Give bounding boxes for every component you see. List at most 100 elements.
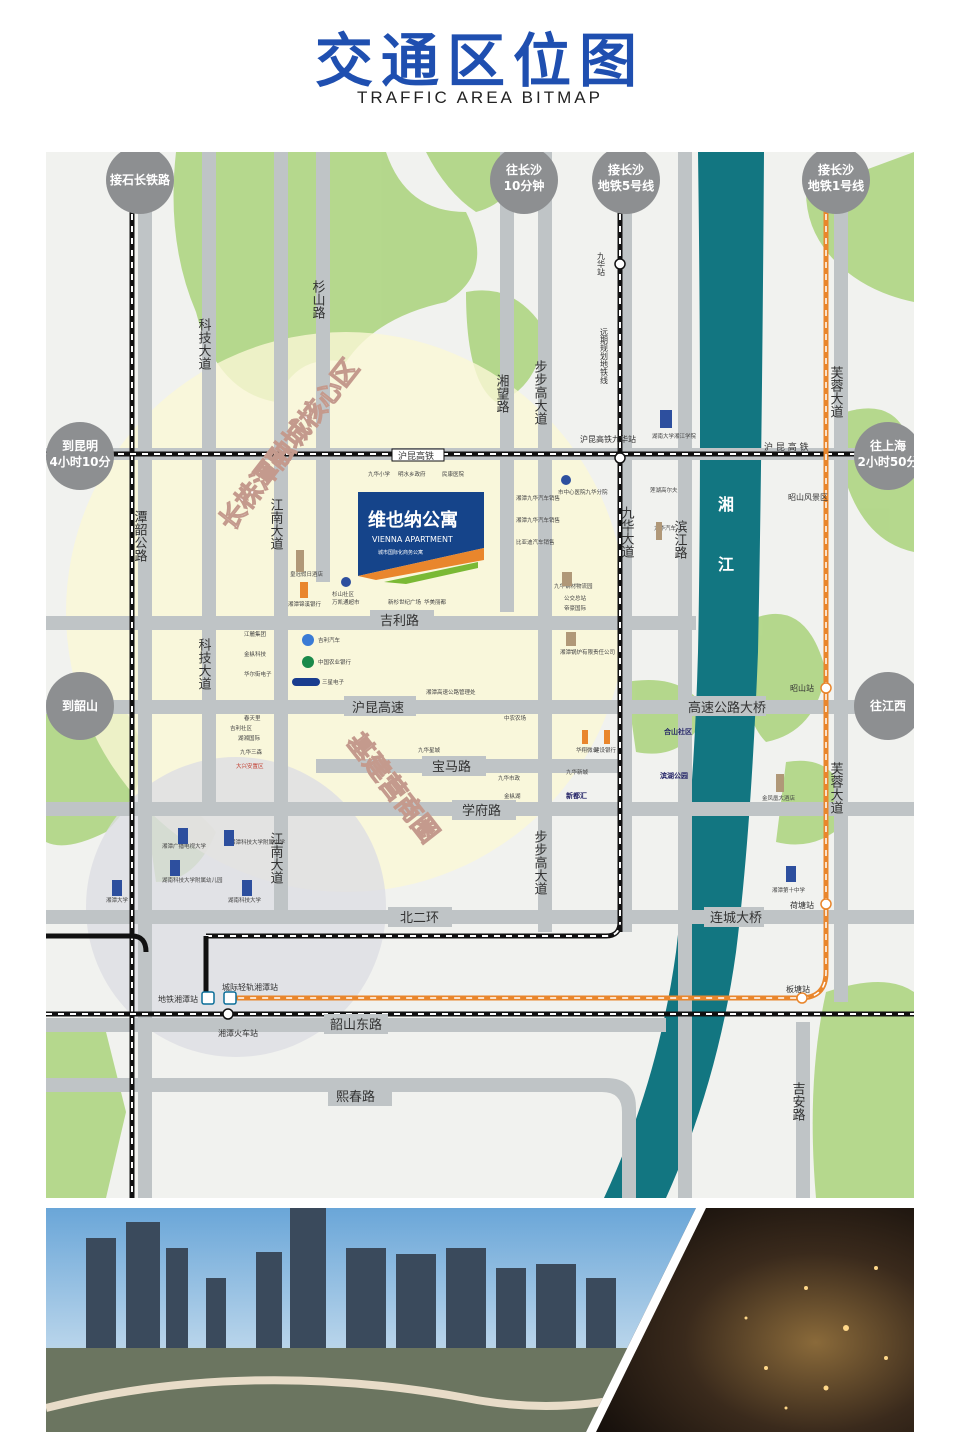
badges: 接石长铁路 往长沙 10分钟 接长沙 地铁5号线 接长沙 地铁1号线 到昆明 4… [46,152,914,740]
label-xichun: 熙春路 [336,1089,375,1105]
label-furong-a: 芙蓉大道 [828,366,844,418]
bank-icon-3 [604,730,610,744]
poi-34: 华翔微业 [576,746,599,754]
poi-49: 九华汽车 [654,524,677,532]
badge-1-text: 接石长铁路 [110,172,171,187]
school-icon-5 [112,880,122,896]
poi-1: 九华小学 [368,470,391,478]
poi-41: 湘潭科技大学附属中学 [230,838,286,846]
poi-30: 九华三森 [240,748,263,756]
poi-21: 三星电子 [322,678,345,686]
poi-16: 新杉世纪广场 [388,598,422,606]
road-labels: 科技大道 科技大道 杉山路 江南大道 江南大道 湘望路 步步高大道 步步高大道 … [132,280,844,1121]
poi-18: 湘潭锦溪银行 [288,600,322,608]
project-name: 维也纳公寓 [368,509,458,531]
station-shaoshan: 昭山站 [790,683,814,693]
label-gaosu-daqiao: 高速公路大桥 [688,700,766,716]
station-metro-icon [201,991,215,1005]
university-icon [660,410,672,428]
poi-29: 湖湘国际 [238,734,261,742]
school-icon-6 [786,866,796,882]
label-binjiang: 滨江路 [672,519,688,559]
poi-39: 金枞湖 [504,792,521,800]
poi-26: 华尔街电子 [244,670,272,678]
label-tanshao: 潭韶公路 [132,510,148,562]
rail-lines [46,202,914,1198]
project-sign: 维也纳公寓 VIENNA APARTMENT 城市国际化商务公寓 [358,492,484,584]
poi-13: 皇冠假日酒店 [290,570,324,578]
label-furong-b: 芙蓉大道 [828,762,844,814]
label-hukun-gaotie-east: 沪 昆 高 铁 [764,441,809,453]
school-icon-4 [242,880,252,896]
school-icon-3 [170,860,180,876]
poi-42: 湖南科技大学附属幼儿园 [162,876,223,884]
photo-buildings [86,1208,616,1358]
badge-5-line1: 到昆明 [62,438,98,453]
badge-3-line2: 地铁5号线 [598,178,654,193]
label-baoma: 宝马路 [432,759,471,775]
label-jiangnan-b: 江南大道 [268,832,284,884]
poi-40: 湘潭广播电视大学 [162,842,207,850]
badge-4-line1: 接长沙 [818,162,854,177]
label-beierhuan: 北二环 [400,911,439,926]
station-jiuhua: 九华站 [597,252,606,277]
label-jiuhua: 九华大道 [619,506,635,558]
poi-22: 湘潭锅炉有限责任公司 [560,648,615,656]
badge-2-line2: 10分钟 [504,178,545,193]
station-gaotie: 沪昆高铁九华站 [580,434,636,444]
factory-icon-2 [566,632,576,646]
label-shaodong: 韶山东路 [330,1017,382,1033]
station-train: 湘潭火车站 [218,1028,258,1038]
badge-to-kunming [46,422,114,490]
factory-icon [562,572,572,586]
badge-8-text: 往江西 [870,698,906,713]
photo-sparkles [744,1266,888,1410]
badge-shichang-rail [106,152,174,214]
poi-36: 合山社区 [663,727,692,736]
badge-metro-1 [802,152,870,214]
poi-2: 明水乡政府 [398,470,426,478]
label-bubugao-a: 步步高大道 [532,360,548,425]
school-icon-2 [224,830,234,846]
business-zone-circle [86,757,386,1057]
river-label-a: 湘 [718,495,734,514]
park-shaoshan: 昭山风景区 [788,492,828,502]
badge-to-shanghai [854,422,914,490]
hotel-icon-2 [296,550,304,572]
poi-5: 湘潭九华汽车销售 [516,516,560,524]
samsung-logo-icon [292,678,320,686]
poi-35: 滨湖公园 [660,771,688,780]
station-xiangtan: 城际轻轨湘潭站 [222,982,278,992]
poi-8: 湖南大学湘江学院 [652,432,697,440]
poi-15: 万凯通超市 [332,598,360,606]
poi-12: 帝豪国际 [564,604,587,612]
poi-6: 比亚迪汽车销售 [516,538,555,546]
badge-6-line2: 2小时50分 [857,454,914,469]
badge-4-line2: 地铁1号线 [808,178,864,193]
badge-metro-5 [592,152,660,214]
poi-48: 建设银行 [594,746,617,754]
project-tagline: 城市国际化商务公寓 [378,549,423,556]
bank-icon [300,582,308,598]
pois: 九华小学 明水乡政府 民康医院 湘潭九华汽车销售 湘潭九华汽车销售 比亚迪汽车销… [106,432,806,904]
poi-20: 中国农业银行 [318,658,352,666]
bank-icon-2 [582,730,588,744]
hotel-icon-3 [776,774,784,792]
badge-to-jiangxi [854,672,914,740]
badge-6-line1: 往上海 [870,438,906,453]
label-keji-a: 科技大道 [196,318,212,370]
label-hukun-gaotie: 沪昆高铁 [398,450,434,462]
river-label-b: 江 [718,555,734,574]
badge-2-line1: 往长沙 [506,162,542,177]
label-jili: 吉利路 [380,613,419,629]
community-icon [341,577,351,587]
poi-37: 九华市政 [498,774,521,782]
poi-47: 九华星城 [418,746,441,754]
label-jian: 吉安路 [790,1082,806,1121]
page-title: 交通区位图 [314,27,645,95]
poi-19: 吉利汽车 [318,636,341,644]
station-xiangtan-icon [223,991,237,1005]
station-shaoshan-icon [820,682,832,694]
station-bantang-icon [796,992,808,1004]
project-english: VIENNA APARTMENT [372,535,453,544]
